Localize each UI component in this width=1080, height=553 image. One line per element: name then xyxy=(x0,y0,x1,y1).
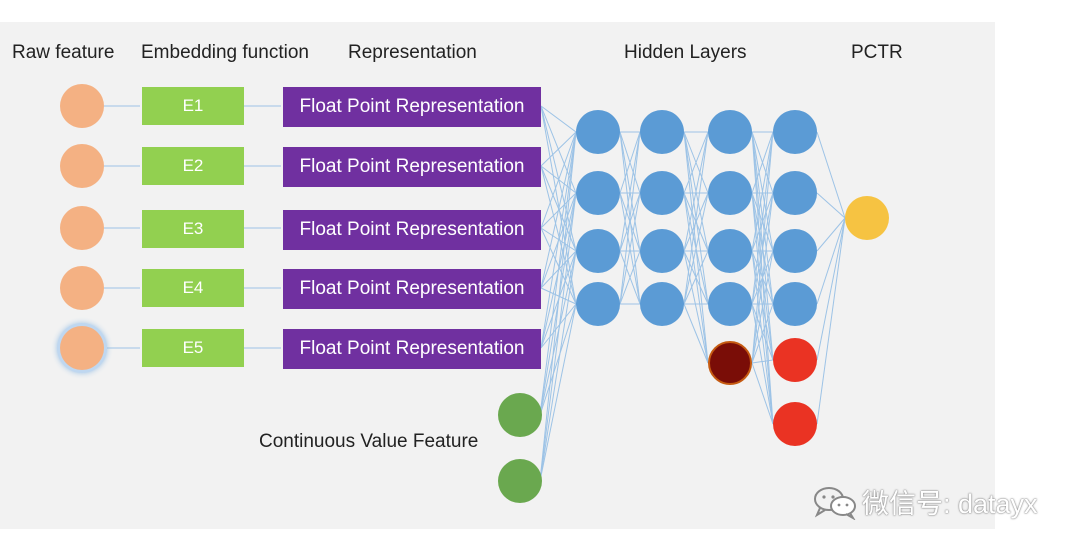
embedding-box-3: E3 xyxy=(142,210,244,248)
hidden-1-2-wire-42 xyxy=(619,131,641,194)
watermark-text: 微信号: datayx xyxy=(862,489,1038,519)
raw-feature-node-5 xyxy=(60,326,104,370)
hidden-layer-3-node-3 xyxy=(708,229,752,273)
hidden-layer-4-node-6 xyxy=(773,402,817,446)
header-hidden-layers: Hidden Layers xyxy=(624,42,747,63)
hidden-1-2-wire-50 xyxy=(619,131,641,305)
hidden-layer-4-node-1 xyxy=(773,110,817,154)
hidden-layer-2-node-4 xyxy=(640,282,684,326)
hidden-layer-3-node-5 xyxy=(708,341,752,385)
embedding-box-5: E5 xyxy=(142,329,244,367)
hidden-layer-1-node-3 xyxy=(576,229,620,273)
hidden-1-2-wire-46 xyxy=(619,131,641,252)
hidden-2-3-wire-68 xyxy=(683,250,709,364)
hidden-2-3-wire-59 xyxy=(683,131,709,194)
continuous-to-hidden-wire-35 xyxy=(539,192,577,482)
hidden-layer-3-node-2 xyxy=(708,171,752,215)
hidden-3-4-wire-86 xyxy=(751,131,774,252)
hidden-layer-1-node-1 xyxy=(576,110,620,154)
hidden-layer-3-node-1 xyxy=(708,110,752,154)
representation-box-4: Float Point Representation xyxy=(283,269,541,309)
embedding-box-4: E4 xyxy=(142,269,244,307)
hidden-3-4-wire-80 xyxy=(751,131,774,194)
rep-to-hidden-wire-29 xyxy=(540,303,577,349)
header-raw-feature: Raw feature xyxy=(12,42,115,63)
hidden-to-output-wire-106 xyxy=(816,217,846,252)
hidden-layer-3-node-4 xyxy=(708,282,752,326)
rep-to-hidden-wire-26 xyxy=(540,131,577,349)
hidden-2-3-wire-70 xyxy=(683,192,709,305)
raw-feature-node-2 xyxy=(60,144,104,188)
hidden-2-3-wire-71 xyxy=(683,250,709,305)
hidden-to-output-wire-104 xyxy=(816,131,846,219)
rep-to-hidden-wire-13 xyxy=(540,105,577,305)
hidden-3-4-wire-100 xyxy=(751,250,774,364)
hidden-1-2-wire-52 xyxy=(619,250,641,305)
hidden-layer-4-node-3 xyxy=(773,229,817,273)
continuous-to-hidden-wire-34 xyxy=(539,131,577,482)
representation-box-3: Float Point Representation xyxy=(283,210,541,250)
hidden-3-4-wire-98 xyxy=(751,131,774,364)
hidden-2-3-wire-73 xyxy=(683,303,709,364)
raw-feature-node-4 xyxy=(60,266,104,310)
hidden-2-3-wire-64 xyxy=(683,131,709,252)
hidden-3-4-wire-99 xyxy=(751,192,774,364)
wechat-watermark: 微信号: datayx xyxy=(812,482,1038,521)
hidden-layer-4-node-2 xyxy=(773,171,817,215)
continuous-value-feature-label: Continuous Value Feature xyxy=(259,431,479,452)
wechat-icon xyxy=(814,486,856,520)
continuous-to-hidden-wire-37 xyxy=(539,303,577,482)
embedding-box-1: E1 xyxy=(142,87,244,125)
hidden-2-3-wire-65 xyxy=(683,192,709,252)
hidden-layer-2-node-2 xyxy=(640,171,684,215)
hidden-to-output-wire-109 xyxy=(816,217,846,425)
hidden-1-2-wire-51 xyxy=(619,192,641,305)
hidden-to-output-wire-105 xyxy=(816,192,846,219)
hidden-layer-2-node-1 xyxy=(640,110,684,154)
raw-feature-node-1 xyxy=(60,84,104,128)
continuous-feature-node-1 xyxy=(498,393,542,437)
hidden-to-output-wire-107 xyxy=(816,217,846,305)
rep-to-hidden-wire-25 xyxy=(540,287,577,305)
rep-to-hidden-wire-14 xyxy=(540,131,577,167)
rep-to-hidden-wire-10 xyxy=(540,105,577,133)
hidden-layer-4-node-5 xyxy=(773,338,817,382)
embedding-box-2: E2 xyxy=(142,147,244,185)
hidden-layer-2-node-3 xyxy=(640,229,684,273)
pctr-output-node xyxy=(845,196,889,240)
representation-box-5: Float Point Representation xyxy=(283,329,541,369)
continuous-to-hidden-wire-36 xyxy=(539,250,577,482)
hidden-3-4-wire-102 xyxy=(751,359,774,364)
raw-feature-node-3 xyxy=(60,206,104,250)
hidden-3-4-wire-96 xyxy=(751,303,774,361)
hidden-3-4-wire-101 xyxy=(751,303,774,364)
header-pctr: PCTR xyxy=(851,42,903,63)
rep-to-hidden-wire-18 xyxy=(540,131,577,229)
continuous-to-hidden-wire-30 xyxy=(539,131,577,416)
hidden-3-4-wire-103 xyxy=(751,362,774,425)
continuous-feature-node-2 xyxy=(498,459,542,503)
hidden-3-4-wire-91 xyxy=(751,250,774,425)
representation-box-2: Float Point Representation xyxy=(283,147,541,187)
header-representation: Representation xyxy=(348,42,477,63)
hidden-3-4-wire-92 xyxy=(751,131,774,305)
representation-box-1: Float Point Representation xyxy=(283,87,541,127)
hidden-layer-4-node-4 xyxy=(773,282,817,326)
rep-to-hidden-wire-17 xyxy=(540,165,577,305)
hidden-to-output-wire-108 xyxy=(816,217,846,361)
hidden-2-3-wire-69 xyxy=(683,131,709,305)
continuous-to-hidden-wire-33 xyxy=(539,303,577,416)
header-embedding-function: Embedding function xyxy=(141,42,309,63)
rep-to-hidden-wire-22 xyxy=(540,131,577,289)
hidden-layer-1-node-4 xyxy=(576,282,620,326)
hidden-layer-1-node-2 xyxy=(576,171,620,215)
